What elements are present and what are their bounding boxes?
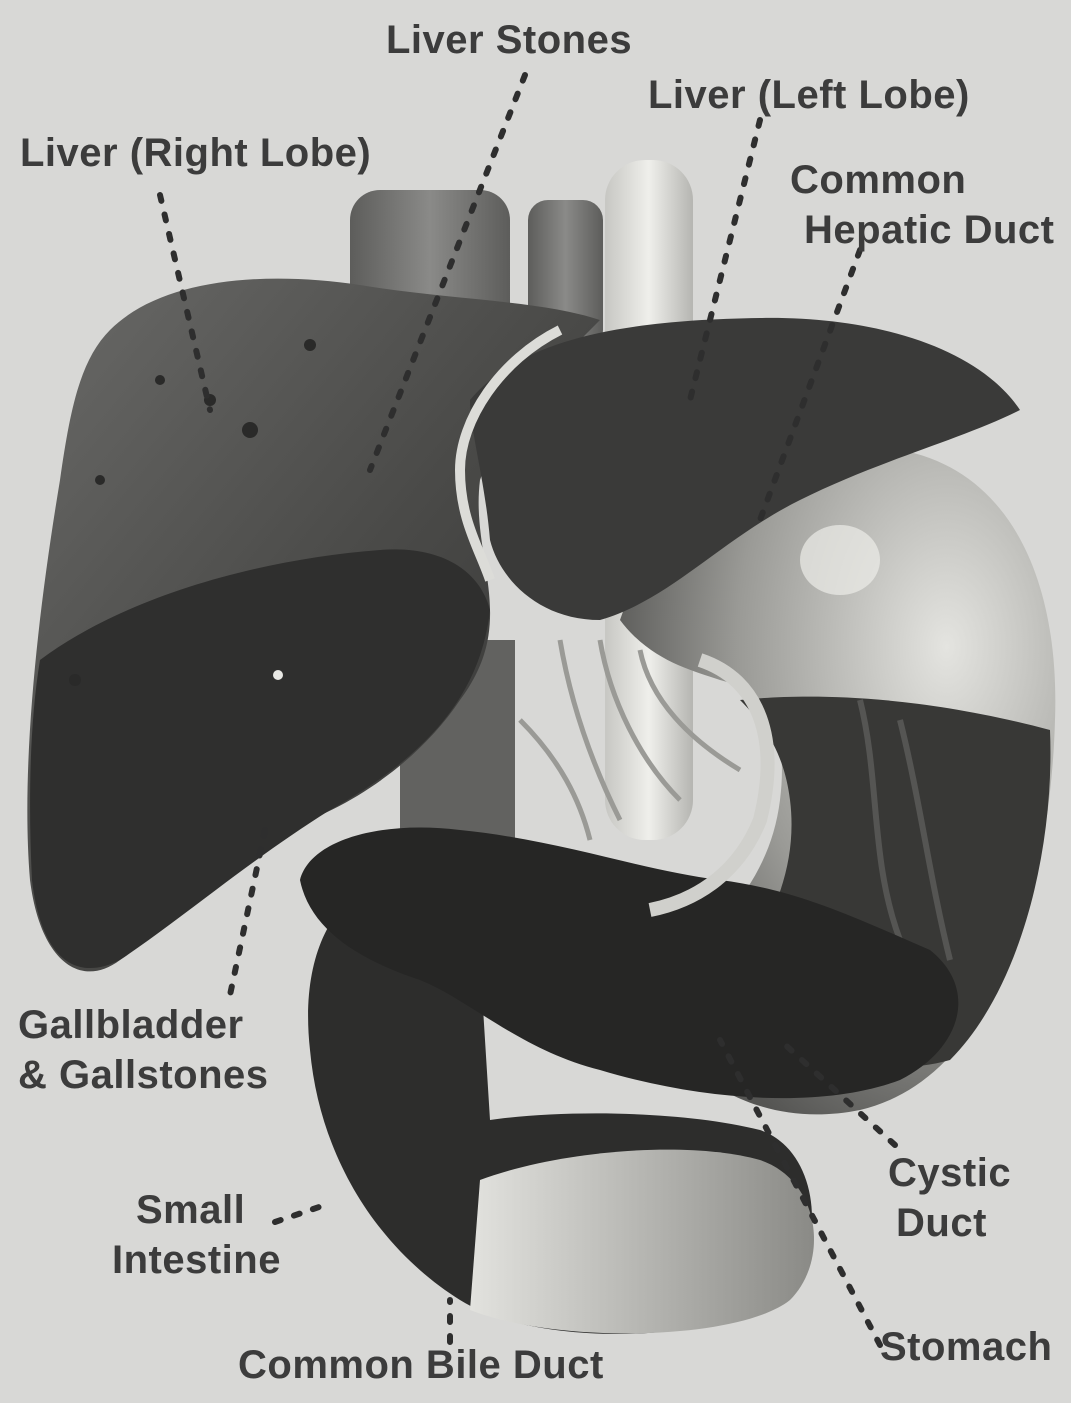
label-small-intestine: Small Intestine (112, 1185, 281, 1285)
label-common-hepatic-duct-line2: Hepatic Duct (804, 205, 1055, 255)
label-common-bile-duct: Common Bile Duct (238, 1340, 604, 1390)
intestine-loop (470, 1150, 814, 1334)
label-stomach: Stomach (880, 1322, 1052, 1372)
label-liver-left-lobe: Liver (Left Lobe) (648, 70, 970, 120)
label-small-intestine-line2: Intestine (112, 1235, 281, 1285)
label-small-intestine-line1: Small (136, 1185, 281, 1235)
label-gallbladder-line2: & Gallstones (18, 1050, 269, 1100)
label-liver-stones: Liver Stones (386, 15, 632, 65)
label-cystic-duct-line2: Duct (896, 1198, 1011, 1248)
label-common-hepatic-duct-line1: Common (790, 155, 1055, 205)
label-liver-right-lobe: Liver (Right Lobe) (20, 128, 371, 178)
leader-small-intestine (275, 1205, 325, 1222)
stomach-highlight (800, 525, 880, 595)
label-gallbladder-line1: Gallbladder (18, 1000, 269, 1050)
label-cystic-duct: Cystic Duct (888, 1148, 1011, 1248)
label-gallbladder: Gallbladder & Gallstones (18, 1000, 269, 1100)
label-cystic-duct-line1: Cystic (888, 1148, 1011, 1198)
label-common-hepatic-duct: Common Hepatic Duct (790, 155, 1055, 255)
liver-highlight-dot (273, 670, 283, 680)
